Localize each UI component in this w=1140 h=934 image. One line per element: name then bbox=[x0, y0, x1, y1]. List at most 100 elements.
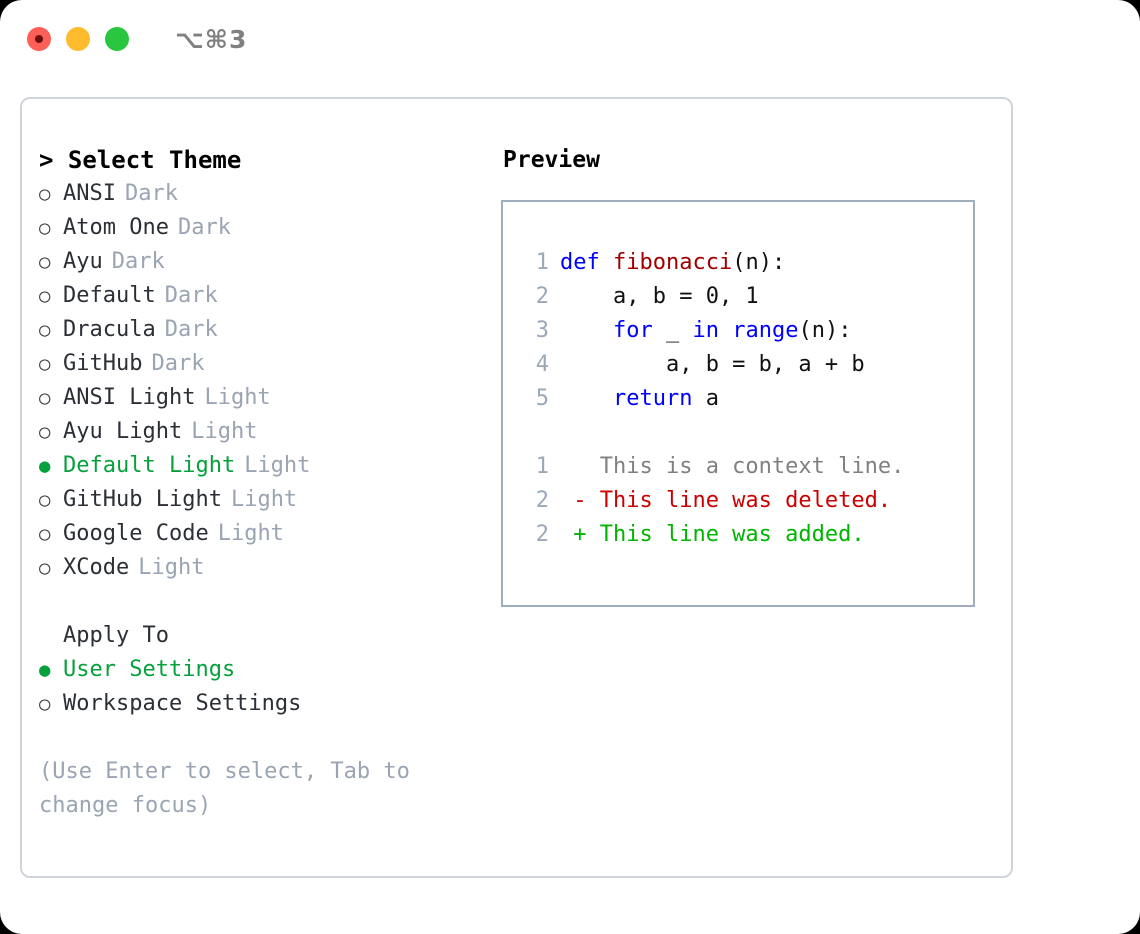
theme-option-ayu[interactable]: ○ Ayu Dark bbox=[39, 245, 501, 279]
token-kw: range bbox=[732, 318, 799, 343]
line-content: a, b = b, a + b bbox=[560, 348, 865, 382]
theme-variant-tag: Dark bbox=[177, 215, 231, 240]
radio-unselected-icon: ○ bbox=[39, 387, 51, 409]
theme-option-label: XCode bbox=[63, 555, 130, 580]
line-content: - This line was deleted. bbox=[560, 484, 891, 518]
token-src bbox=[560, 318, 613, 343]
preview-heading: Preview bbox=[503, 147, 600, 173]
apply-to-list[interactable]: ●User Settings ○ Workspace Settings bbox=[39, 653, 501, 721]
line-content: + This line was added. bbox=[560, 518, 865, 552]
line-content: return a bbox=[560, 382, 719, 416]
token-kw: def bbox=[560, 250, 613, 275]
apply-to-option-user-settings[interactable]: ●User Settings bbox=[39, 653, 501, 687]
line-content: def fibonacci(n): bbox=[560, 246, 785, 280]
apply-to-heading: Apply To bbox=[63, 623, 169, 648]
radio-unselected-icon: ○ bbox=[39, 285, 51, 307]
theme-variant-tag: Dark bbox=[151, 351, 205, 376]
theme-variant-tag: Dark bbox=[111, 249, 165, 274]
code-line: 2 a, b = 0, 1 bbox=[519, 280, 973, 314]
line-number: 3 bbox=[535, 318, 549, 343]
theme-variant-tag: Light bbox=[244, 453, 311, 478]
theme-variant-tag: Light bbox=[204, 385, 271, 410]
radio-unselected-icon: ○ bbox=[39, 251, 51, 273]
line-content: for _ in range(n): bbox=[560, 314, 851, 348]
diff-line: 1 This is a context line. bbox=[519, 450, 973, 484]
traffic-light-group bbox=[27, 27, 129, 51]
token-src: a bbox=[692, 386, 719, 411]
theme-option-label: GitHub Light bbox=[63, 487, 222, 512]
close-button[interactable] bbox=[27, 27, 51, 51]
theme-option-label: Dracula bbox=[63, 317, 156, 342]
apply-to-option-workspace-settings[interactable]: ○ Workspace Settings bbox=[39, 687, 501, 721]
theme-option-default-light[interactable]: ● Default Light Light bbox=[39, 449, 501, 483]
select-theme-heading: > Select Theme bbox=[39, 146, 242, 174]
line-number: 2 bbox=[535, 284, 549, 309]
token-kw: for bbox=[612, 318, 653, 343]
theme-variant-tag: Light bbox=[217, 521, 284, 546]
theme-option-ansi[interactable]: ○ ANSI Dark bbox=[39, 177, 501, 211]
radio-unselected-icon: ○ bbox=[39, 693, 51, 715]
diff-sample: 1 This is a context line.2 - This line w… bbox=[519, 450, 973, 552]
radio-unselected-icon: ○ bbox=[39, 557, 51, 579]
theme-variant-tag: Dark bbox=[124, 181, 178, 206]
theme-option-label: ANSI Light bbox=[63, 385, 196, 410]
theme-option-default[interactable]: ○ Default Dark bbox=[39, 279, 501, 313]
token-src: _ bbox=[652, 318, 693, 343]
spacer bbox=[519, 416, 973, 450]
theme-option-ansi-light[interactable]: ○ ANSI Light Light bbox=[39, 381, 501, 415]
spacer bbox=[39, 721, 501, 755]
theme-option-github[interactable]: ○ GitHub Dark bbox=[39, 347, 501, 381]
token-del: - This line was deleted. bbox=[560, 488, 892, 513]
radio-unselected-icon: ○ bbox=[39, 183, 51, 205]
window-title-shortcut: ⌥⌘3 bbox=[175, 24, 248, 54]
line-number: 2 bbox=[535, 488, 549, 513]
line-content: a, b = 0, 1 bbox=[560, 280, 759, 314]
radio-selected-icon: ● bbox=[39, 455, 51, 477]
token-src bbox=[719, 318, 732, 343]
token-kw: in bbox=[692, 318, 719, 343]
token-add: + This line was added. bbox=[560, 522, 865, 547]
radio-unselected-icon: ○ bbox=[39, 353, 51, 375]
maximize-button[interactable] bbox=[105, 27, 129, 51]
radio-selected-icon: ● bbox=[39, 659, 51, 681]
theme-variant-tag: Light bbox=[191, 419, 258, 444]
theme-option-xcode[interactable]: ○ XCode Light bbox=[39, 551, 501, 585]
apply-to-heading-row: ○ Apply To bbox=[39, 619, 501, 653]
theme-variant-tag: Dark bbox=[164, 283, 218, 308]
token-src: (n): bbox=[798, 318, 852, 343]
theme-option-label: Default bbox=[63, 283, 156, 308]
radio-unselected-icon: ○ bbox=[39, 217, 51, 239]
theme-option-label: Default Light bbox=[63, 453, 236, 478]
apply-to-option-label: Workspace Settings bbox=[63, 691, 302, 716]
radio-unselected-icon: ○ bbox=[39, 319, 51, 341]
theme-option-label: GitHub bbox=[63, 351, 143, 376]
code-line: 4 a, b = b, a + b bbox=[519, 348, 973, 382]
radio-unselected-icon: ○ bbox=[39, 489, 51, 511]
token-src: a, b = 0, 1 bbox=[560, 284, 759, 309]
window-titlebar: ⌥⌘3 bbox=[0, 0, 1140, 78]
minimize-button[interactable] bbox=[66, 27, 90, 51]
line-number: 1 bbox=[535, 454, 549, 479]
line-content: This is a context line. bbox=[560, 450, 905, 484]
line-number: 5 bbox=[535, 386, 549, 411]
theme-option-label: Ayu bbox=[63, 249, 103, 274]
theme-variant-tag: Light bbox=[138, 555, 205, 580]
token-src: (n): bbox=[732, 250, 786, 275]
theme-option-label: ANSI bbox=[63, 181, 116, 206]
line-number: 2 bbox=[535, 522, 549, 547]
diff-line: 2 - This line was deleted. bbox=[519, 484, 973, 518]
code-line: 3 for _ in range(n): bbox=[519, 314, 973, 348]
radio-unselected-icon: ○ bbox=[39, 523, 51, 545]
